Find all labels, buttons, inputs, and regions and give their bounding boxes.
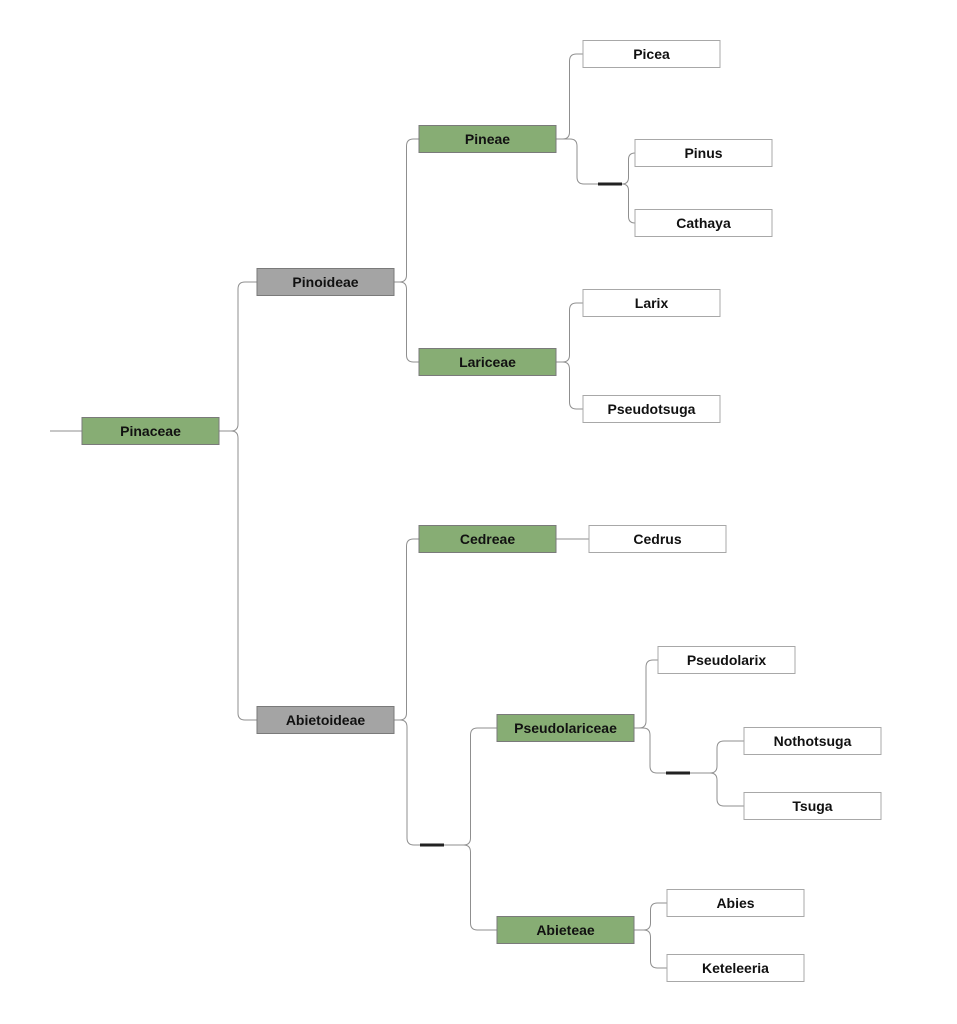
node-label: Pseudotsuga xyxy=(608,401,696,417)
branch-line xyxy=(556,361,583,410)
node-box xyxy=(256,268,395,296)
tree-nodes: Pinaceae Pinoideae Pineae PiceaPinusCathaya… xyxy=(81,40,882,982)
node-lariceae: Lariceae xyxy=(418,348,557,376)
node-label: Cedrus xyxy=(633,531,681,547)
node-label: Pinoideae xyxy=(292,274,358,290)
branch-line xyxy=(634,929,667,969)
node-label: Pinus xyxy=(684,145,722,161)
branch-line xyxy=(394,138,419,283)
branch-line xyxy=(444,844,497,931)
node-abietoideae: Abietoideae xyxy=(256,706,395,734)
branch-line xyxy=(621,152,636,185)
node-label: Pseudolarix xyxy=(687,652,767,668)
node-box xyxy=(81,417,220,445)
branch-line xyxy=(690,772,744,807)
branch-junction xyxy=(598,182,622,186)
node-box xyxy=(634,209,773,237)
node-pinaceae: Pinaceae xyxy=(81,417,220,445)
node-box xyxy=(582,40,721,68)
node-box xyxy=(588,525,727,553)
node-box xyxy=(418,525,557,553)
branch-line xyxy=(556,138,598,185)
branch-line xyxy=(219,281,257,432)
node-abieteae: Abieteae xyxy=(496,916,635,944)
node-label: Larix xyxy=(635,295,669,311)
node-box xyxy=(743,792,882,820)
node-box xyxy=(666,954,805,982)
node-pinus: Pinus xyxy=(634,139,773,167)
node-label: Keteleeria xyxy=(702,960,769,976)
branch-line xyxy=(634,659,658,729)
node-pseudotsuga: Pseudotsuga xyxy=(582,395,721,423)
node-label: Nothotsuga xyxy=(774,733,852,749)
node-box xyxy=(418,348,557,376)
node-box xyxy=(582,395,721,423)
node-picea: Picea xyxy=(582,40,721,68)
node-label: Picea xyxy=(633,46,670,62)
node-label: Cedreae xyxy=(460,531,515,547)
node-pseudolarix: Pseudolarix xyxy=(657,646,796,674)
node-box xyxy=(256,706,395,734)
branch-line xyxy=(634,902,667,931)
node-keteleeria: Keteleeria xyxy=(666,954,805,982)
branch-line xyxy=(444,727,497,846)
branch-line xyxy=(621,183,636,224)
tree-edges xyxy=(50,53,744,969)
branch-junction xyxy=(420,843,444,847)
node-nothotsuga: Nothotsuga xyxy=(743,727,882,755)
branch-line xyxy=(394,719,420,846)
node-box xyxy=(634,139,773,167)
branch-junction xyxy=(666,771,690,775)
node-box xyxy=(657,646,796,674)
node-cedreae: Cedreae xyxy=(418,525,557,553)
branch-line xyxy=(690,740,744,774)
node-pseudolariceae: Pseudolariceae xyxy=(496,714,635,742)
node-cedrus: Cedrus xyxy=(588,525,727,553)
node-label: Abietoideae xyxy=(286,712,366,728)
node-tsuga: Tsuga xyxy=(743,792,882,820)
node-box xyxy=(582,289,721,317)
branch-line xyxy=(556,53,583,140)
node-label: Cathaya xyxy=(676,215,731,231)
branch-line xyxy=(394,538,419,721)
node-box xyxy=(666,889,805,917)
branch-line xyxy=(219,430,257,721)
node-larix: Larix xyxy=(582,289,721,317)
node-pineae: Pineae xyxy=(418,125,557,153)
node-cathaya: Cathaya xyxy=(634,209,773,237)
node-label: Tsuga xyxy=(792,798,832,814)
node-box xyxy=(496,916,635,944)
node-box xyxy=(418,125,557,153)
node-label: Abieteae xyxy=(536,922,595,938)
node-label: Pinaceae xyxy=(120,423,181,439)
node-label: Pineae xyxy=(465,131,510,147)
node-label: Pseudolariceae xyxy=(514,720,617,736)
branch-line xyxy=(394,281,419,363)
node-box xyxy=(743,727,882,755)
node-label: Abies xyxy=(716,895,754,911)
branch-line xyxy=(634,727,666,774)
node-label: Lariceae xyxy=(459,354,516,370)
node-pinoideae: Pinoideae xyxy=(256,268,395,296)
node-abies: Abies xyxy=(666,889,805,917)
node-box xyxy=(496,714,635,742)
branch-line xyxy=(556,302,583,363)
